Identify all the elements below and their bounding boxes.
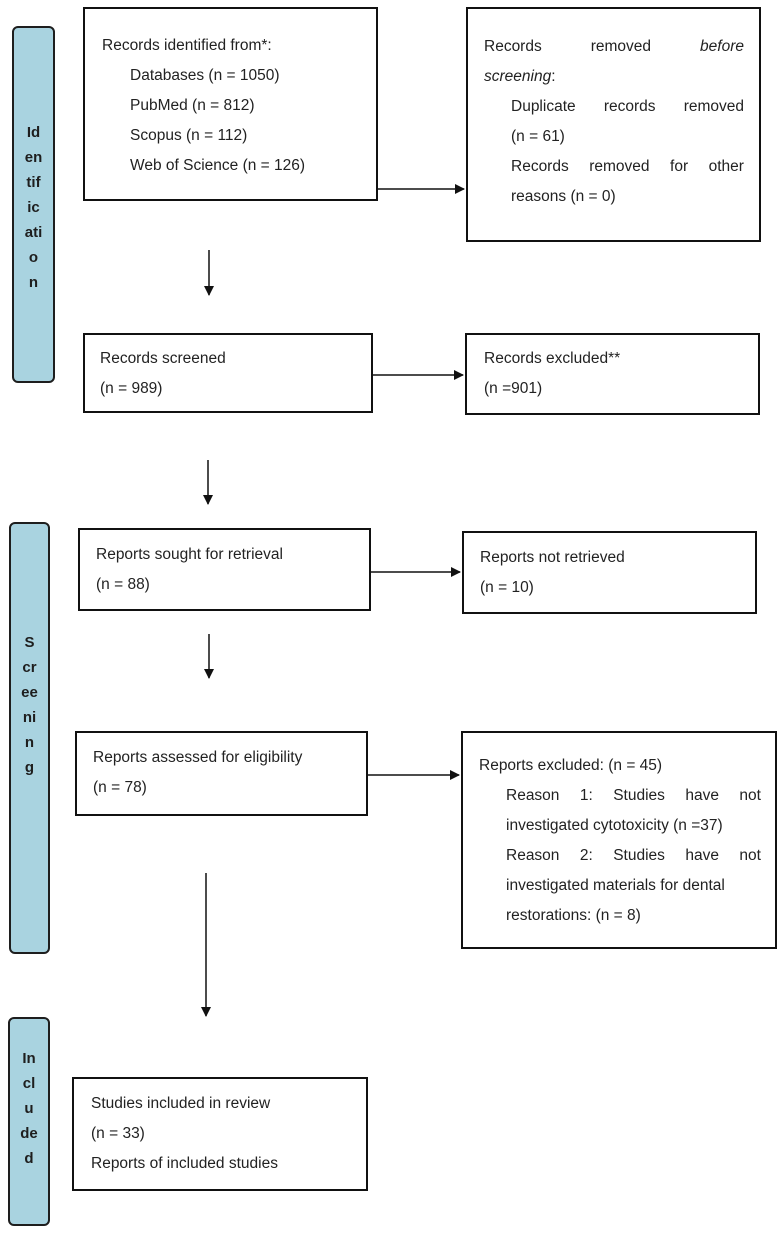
reason-word: have [685,787,719,804]
phase-label-line: cr [22,659,37,676]
phase-identification: Id en tif ic ati o n [12,26,55,383]
other-word: removed [589,158,650,175]
reason-1: Reason 1: Studies have not [479,781,761,811]
other-word: other [708,158,744,175]
phase-label-line: tif [26,174,41,191]
records-excluded-box: Records excluded** (n =901) [465,333,760,415]
databases-count: Databases (n = 1050) [130,67,280,84]
phase-label-line: S [24,634,35,651]
phase-screening-label: S cr ee ni n g [11,630,48,780]
heading-word: before [700,38,744,55]
dup-word: removed [683,98,744,115]
phase-label-line: ic [27,199,40,216]
reason-word: have [685,847,719,864]
phase-label-line: en [24,149,43,166]
phase-label-line: u [24,1100,34,1117]
other-word: Records [511,158,569,175]
phase-label-line: ati [24,224,43,241]
duplicates-count: (n = 61) [511,128,565,145]
reason-word: Reason [506,847,560,864]
studies-included-box: Studies included in review (n = 33) Repo… [72,1077,368,1191]
records-screened-label: Records screened [100,350,226,367]
reports-included-label: Reports of included studies [91,1155,278,1172]
phase-label-line: ni [22,709,37,726]
phase-label-line: o [28,249,39,266]
reports-assessed-box: Reports assessed for eligibility (n = 78… [75,731,368,816]
records-identified-heading: Records identified from*: [102,37,272,54]
web-of-science-count: Web of Science (n = 126) [130,157,306,174]
other-removed-count: reasons (n = 0) [511,188,616,205]
reports-assessed-count: (n = 78) [93,779,147,796]
other-removed: Records removed for other [484,152,744,182]
reason-word: Studies [613,847,665,864]
other-word: for [670,158,689,175]
reason-word: not [739,787,761,804]
reports-assessed-label: Reports assessed for eligibility [93,749,303,766]
heading-word: Records [484,38,542,55]
scopus-count: Scopus (n = 112) [130,127,248,144]
pubmed-count: PubMed (n = 812) [130,97,255,114]
reports-sought-count: (n = 88) [96,576,150,593]
records-screened-count: (n = 989) [100,380,163,397]
records-removed-box: Records removed before screening: Duplic… [466,7,761,242]
reports-not-retrieved-count: (n = 10) [480,579,534,596]
phase-identification-label: Id en tif ic ati o n [14,120,53,295]
reports-excluded-heading: Reports excluded: (n = 45) [479,757,663,774]
dup-word: records [603,98,656,115]
reason-word: 2: [579,847,593,864]
studies-included-label: Studies included in review [91,1095,271,1112]
records-screened-box: Records screened (n = 989) [83,333,373,413]
phase-label-line: In [22,1050,36,1067]
phase-included-label: In cl u de d [10,1046,48,1171]
dup-word: Duplicate [511,98,576,115]
records-identified-box: Records identified from*: Databases (n =… [83,7,378,201]
phase-label-line: Id [26,124,41,141]
reason-2-mid: investigated materials for dental [506,877,725,894]
phase-screening: S cr ee ni n g [9,522,50,954]
reason-word: Reason [506,787,560,804]
phase-label-line: g [24,759,35,776]
duplicates-removed: Duplicate records removed [484,92,744,122]
heading-word: removed [590,38,652,55]
records-excluded-count: (n =901) [484,380,543,397]
records-removed-heading-end: screening: [484,62,744,92]
phase-label-line: ee [21,684,38,701]
reason-word: 1: [579,787,593,804]
phase-label-line: n [28,274,39,291]
reports-not-retrieved-box: Reports not retrieved (n = 10) [462,531,757,614]
records-removed-heading: Records removed before [484,32,744,62]
phase-label-line: d [24,1150,34,1167]
reason-word: not [739,847,761,864]
heading-word: screening [484,68,552,85]
phase-label-line: de [20,1125,38,1142]
phase-included: In cl u de d [8,1017,50,1226]
reason-word: Studies [613,787,665,804]
reason-2-end: restorations: (n = 8) [506,907,641,924]
phase-label-line: n [24,734,35,751]
studies-included-count: (n = 33) [91,1125,145,1142]
reason-1-end: investigated cytotoxicity (n =37) [506,817,723,834]
heading-colon: : [551,68,556,85]
reports-sought-box: Reports sought for retrieval (n = 88) [78,528,371,611]
records-excluded-label: Records excluded** [484,350,621,367]
reports-not-retrieved-label: Reports not retrieved [480,549,625,566]
reports-sought-label: Reports sought for retrieval [96,546,283,563]
reason-2: Reason 2: Studies have not [479,841,761,871]
phase-label-line: cl [22,1075,36,1092]
reports-excluded-box: Reports excluded: (n = 45) Reason 1: Stu… [461,731,777,949]
